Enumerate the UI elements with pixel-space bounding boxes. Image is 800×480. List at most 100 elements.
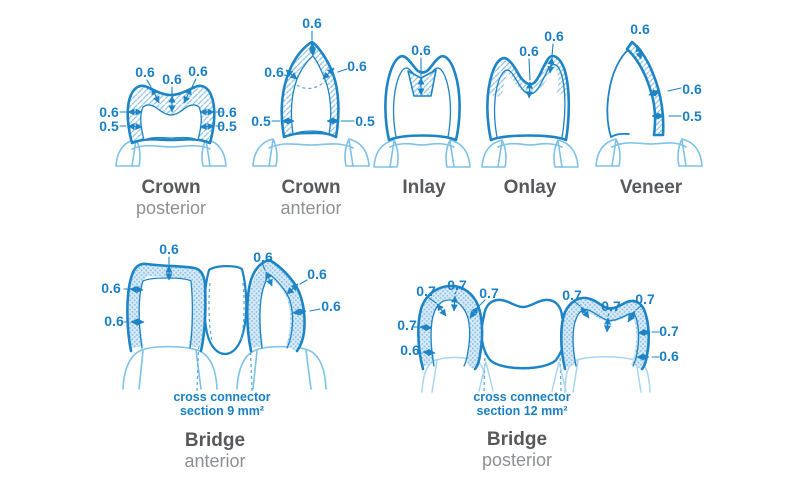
diagram-title: Bridge	[185, 430, 245, 451]
bridge-ceramic-band	[418, 286, 483, 369]
inner-line	[138, 277, 194, 349]
tooth-neck-line	[131, 139, 211, 167]
gum	[445, 139, 471, 168]
gingival-margin-line	[268, 143, 354, 149]
abutment-tooth-right	[245, 258, 306, 353]
veneer-ceramic	[625, 40, 665, 137]
dimension-arrow	[648, 89, 661, 97]
dimension-arrow	[285, 69, 298, 80]
connector-note-line2: section 9 mm²	[180, 404, 264, 418]
dimension-arrow	[286, 283, 299, 295]
measurement-label: 0.5	[682, 108, 702, 124]
tooth-stump	[290, 55, 332, 135]
tooth-neck-line	[252, 349, 312, 390]
bridge-posterior-diagram: 0.7 0.7 0.7 0.7 0.6 0.7 0.7 0.7 0.7 0.6 …	[397, 277, 679, 470]
leader-line	[413, 291, 660, 358]
measurement-label: 0.6	[99, 104, 119, 120]
dimension-arrow	[265, 271, 273, 287]
dimension-arrow	[127, 122, 143, 131]
dimension-arrow	[603, 317, 612, 333]
measurement-label: 0.7	[397, 317, 417, 333]
measurement-label: 0.7	[479, 285, 499, 301]
dimension-arrow	[151, 87, 160, 104]
inner-line	[430, 299, 471, 367]
dimension-arrow	[129, 286, 144, 293]
measurement-label: 0.6	[135, 64, 155, 80]
dimension-arrow	[580, 306, 590, 319]
leader-line	[123, 256, 321, 323]
gum	[564, 356, 651, 393]
tooth-outline	[417, 284, 484, 371]
measurement-label: 0.6	[519, 43, 539, 59]
measurement-label: 0.7	[635, 291, 655, 307]
tooth-neck-line	[138, 349, 202, 390]
gum	[553, 139, 579, 168]
tooth-outline	[384, 54, 461, 142]
diagram-title: Bridge	[487, 429, 547, 450]
dashed-measure-arc	[296, 80, 326, 90]
bridge-anterior-diagram: 0.6 0.6 0.6 0.6 0.6 0.6 cross connector …	[101, 241, 341, 471]
dimension-arrow	[292, 308, 307, 316]
dimension-arrow	[450, 295, 459, 312]
tooth-neck-line	[268, 139, 354, 167]
diagram-subtitle: anterior	[184, 451, 245, 471]
gum	[252, 138, 278, 167]
dimension-arrow	[547, 57, 555, 74]
gum	[115, 138, 141, 167]
tooth-outline	[559, 296, 651, 371]
measurement-label: 0.6	[682, 81, 702, 97]
measurement-label: 0.6	[544, 28, 564, 44]
abutment-tooth-left	[126, 262, 207, 353]
diagram-subtitle: posterior	[136, 198, 206, 218]
diagram-title: Crown	[141, 177, 200, 198]
pontic-dashed-line	[208, 282, 245, 342]
connector-note-line2: section 12 mm²	[476, 404, 567, 418]
gum	[421, 356, 485, 393]
onlay-ceramic-band	[488, 56, 569, 98]
gum	[122, 345, 218, 390]
measurement-label: 0.6	[400, 342, 420, 358]
diagram-title: Onlay	[504, 177, 557, 198]
gum	[344, 138, 370, 167]
tooth-outline	[606, 48, 630, 139]
gum	[481, 139, 507, 168]
diagram-subtitle: posterior	[482, 450, 552, 470]
dimension-arrow	[469, 306, 479, 319]
bridge-ceramic-band	[561, 298, 649, 369]
pontic-outline	[480, 298, 566, 370]
gum	[677, 138, 703, 167]
measurement-label: 0.7	[447, 277, 467, 293]
gum	[201, 138, 227, 167]
abutment-tooth-left	[417, 284, 484, 371]
dimension-arrow	[627, 310, 636, 323]
gingival-margin-line	[131, 144, 211, 150]
measurement-label: 0.6	[411, 42, 431, 58]
dimension-arrow	[525, 81, 534, 99]
pontic-outline	[203, 265, 248, 356]
measurement-label: 0.6	[188, 63, 208, 79]
dimension-arrow	[436, 303, 447, 317]
measurement-label: 0.5	[217, 118, 237, 134]
connector-note-line1: cross connector	[473, 390, 570, 404]
gingival-margin-line	[497, 142, 563, 148]
onlay-diagram: 0.6 0.6 Onlay	[481, 28, 579, 198]
leader-line	[667, 87, 682, 117]
connector-note-line1: cross connector	[173, 390, 270, 404]
diagram-title: Inlay	[402, 177, 446, 198]
measurement-label: 0.6	[162, 71, 182, 87]
measurement-label: 0.6	[659, 348, 679, 364]
tooth-neck-line	[611, 139, 687, 167]
measurement-label: 0.6	[101, 280, 121, 296]
measurement-label: 0.6	[104, 313, 124, 329]
abutment-tooth-right	[559, 296, 651, 371]
crown-anterior-diagram: 0.6 0.6 0.6 0.5 0.5 Crown anterior	[251, 15, 375, 218]
measurement-label: 0.6	[217, 104, 237, 120]
measurement-label: 0.5	[355, 113, 375, 129]
leader-line	[119, 78, 223, 127]
diagram-title: Veneer	[620, 177, 683, 198]
inner-line	[572, 308, 640, 367]
dimension-arrow	[322, 67, 335, 80]
inner-line	[259, 273, 294, 349]
gingival-margin-line	[611, 142, 687, 148]
